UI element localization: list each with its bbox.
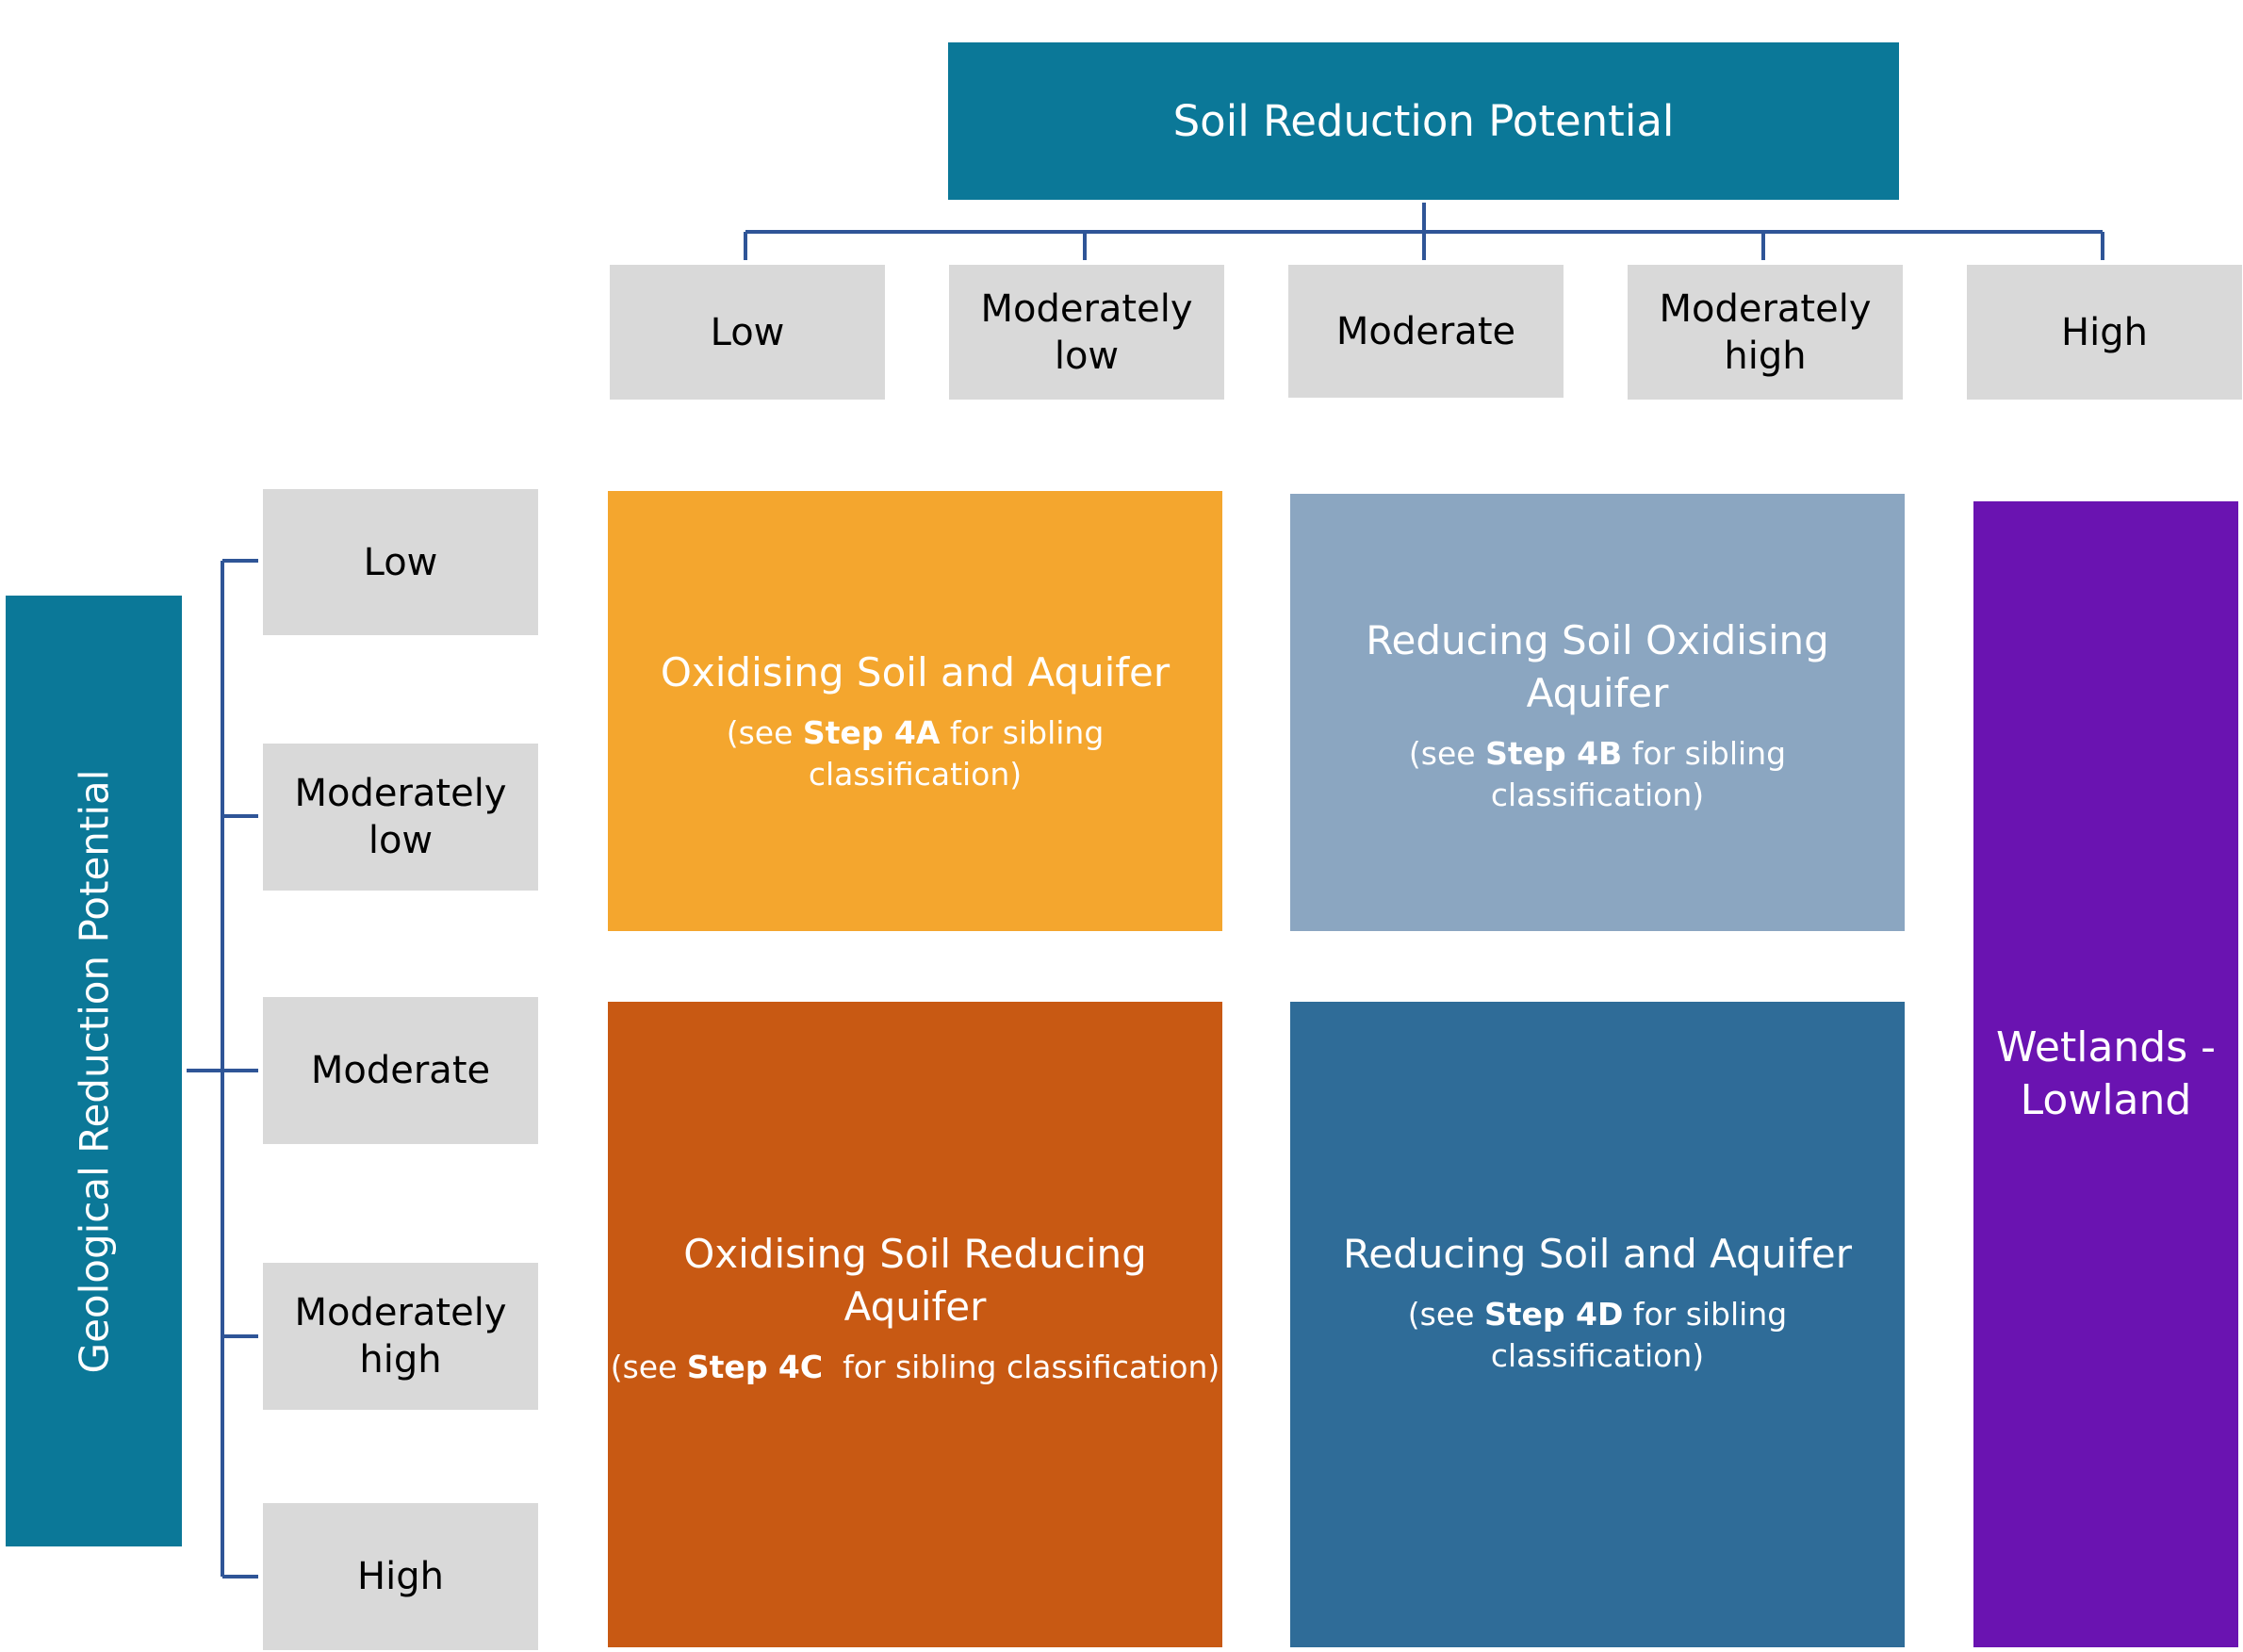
geological-reduction-potential-header: Geological Reduction Potential bbox=[6, 596, 182, 1546]
step-reference: Step 4A bbox=[802, 714, 941, 751]
soil-level-high: High bbox=[1967, 265, 2242, 400]
zone-subtitle: (see Step 4C for sibling classification) bbox=[610, 1349, 1220, 1385]
zone-title: Oxidising Soil Reducing Aquifer bbox=[683, 1231, 1147, 1330]
soil-level-moderately-low: Moderately low bbox=[949, 265, 1224, 400]
soil-level-label: Moderate bbox=[1335, 309, 1516, 353]
zone-subtitle: (see Step 4A for sibling classification) bbox=[726, 714, 1105, 793]
soil-level-moderately-high: Moderately high bbox=[1628, 265, 1903, 400]
step-reference: Step 4B bbox=[1485, 735, 1623, 772]
zone-subtitle: (see Step 4D for sibling classification) bbox=[1407, 1296, 1788, 1374]
geology-level-label: Low bbox=[363, 540, 438, 584]
soil-level-label: Moderately high bbox=[1659, 286, 1872, 378]
zone-title: Reducing Soil Oxidising Aquifer bbox=[1366, 617, 1829, 716]
zone-reducing-soil-and-aquifer: Reducing Soil and Aquifer (see Step 4D f… bbox=[1290, 1002, 1905, 1647]
geology-header-label: Geological Reduction Potential bbox=[71, 769, 117, 1373]
geology-level-moderately-high: Moderately high bbox=[263, 1263, 538, 1410]
soil-level-low: Low bbox=[610, 265, 885, 400]
zone-title: Oxidising Soil and Aquifer bbox=[660, 649, 1171, 695]
geology-level-moderate: Moderate bbox=[263, 997, 538, 1144]
geology-level-label: High bbox=[357, 1555, 444, 1598]
soil-level-label: Moderately low bbox=[980, 286, 1193, 378]
soil-level-moderate: Moderate bbox=[1288, 265, 1564, 398]
soil-reduction-potential-header: Soil Reduction Potential bbox=[948, 42, 1899, 200]
soil-header-label: Soil Reduction Potential bbox=[1172, 96, 1675, 146]
geology-level-label: Moderate bbox=[310, 1049, 491, 1092]
zone-wetlands-lowland: Wetlands - Lowland bbox=[1973, 501, 2238, 1647]
geology-level-moderately-low: Moderately low bbox=[263, 744, 538, 891]
geology-level-label: Moderately low bbox=[294, 772, 507, 862]
soil-level-label: High bbox=[2061, 310, 2148, 354]
step-reference: Step 4C bbox=[686, 1349, 824, 1385]
zone-title: Reducing Soil and Aquifer bbox=[1342, 1231, 1853, 1277]
zone-reducing-soil-oxidising-aquifer: Reducing Soil Oxidising Aquifer (see Ste… bbox=[1290, 494, 1905, 931]
soil-level-label: Low bbox=[710, 310, 785, 354]
zone-title: Wetlands - Lowland bbox=[1995, 1023, 2217, 1124]
geology-level-low: Low bbox=[263, 489, 538, 635]
zone-subtitle: (see Step 4B for sibling classification) bbox=[1408, 735, 1787, 813]
step-reference: Step 4D bbox=[1483, 1296, 1624, 1333]
geology-level-high: High bbox=[263, 1503, 538, 1650]
geology-level-label: Moderately high bbox=[294, 1291, 507, 1382]
zone-oxidising-soil-reducing-aquifer: Oxidising Soil Reducing Aquifer (see Ste… bbox=[608, 1002, 1222, 1647]
zone-oxidising-soil-and-aquifer: Oxidising Soil and Aquifer (see Step 4A … bbox=[608, 491, 1222, 931]
